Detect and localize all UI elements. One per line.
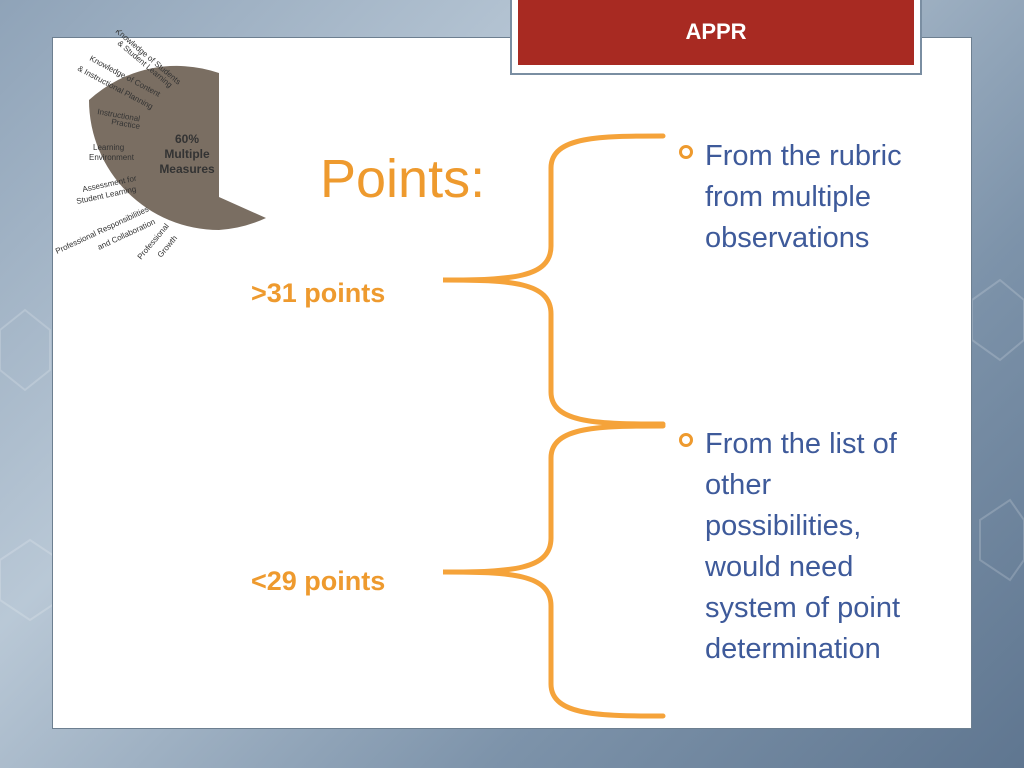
bullet-text: From the rubric from multiple observatio… (705, 136, 902, 259)
banner-title: APPR (685, 18, 747, 44)
wheel-center-line-3: Measures (159, 162, 215, 176)
banner: APPR (518, 0, 914, 65)
bullet-line: system of point (705, 592, 901, 624)
upper-brace (442, 133, 666, 427)
bullet-line: From the rubric (705, 140, 902, 172)
points-title: Points: (320, 149, 486, 209)
range-high: >31 points (251, 278, 386, 308)
banner-frame: APPR (510, 0, 922, 75)
lower-brace (442, 423, 666, 719)
measures-wheel-graphic: 60% Multiple Measures Knowledge of Stude… (54, 30, 266, 260)
wheel-center-line-2: Multiple (164, 147, 210, 161)
slide: 60% Multiple Measures Knowledge of Stude… (52, 30, 972, 729)
bullet-list: From the list of other possibilities, wo… (679, 424, 900, 670)
range-low: <29 points (251, 566, 386, 596)
bullet-line: would need (705, 551, 854, 583)
bullet-rubric: From the rubric from multiple observatio… (679, 136, 902, 259)
wheel-sector (89, 65, 266, 230)
curly-braces-graphic (442, 133, 666, 719)
bullet-marker-icon (679, 145, 693, 159)
bullet-line: determination (705, 633, 881, 665)
bullet-line: from multiple (705, 181, 871, 213)
bullet-line: possibilities, (705, 510, 862, 542)
bullet-line: From the list of (705, 428, 897, 460)
wheel-label: Environment (89, 153, 135, 162)
bullet-line: other (705, 469, 772, 501)
bullet-marker-icon (679, 433, 693, 447)
wheel-label: Learning (93, 143, 124, 152)
bullet-text: From the list of other possibilities, wo… (705, 424, 900, 670)
bullet-line: observations (705, 222, 870, 254)
wheel-center-line-1: 60% (175, 132, 199, 146)
